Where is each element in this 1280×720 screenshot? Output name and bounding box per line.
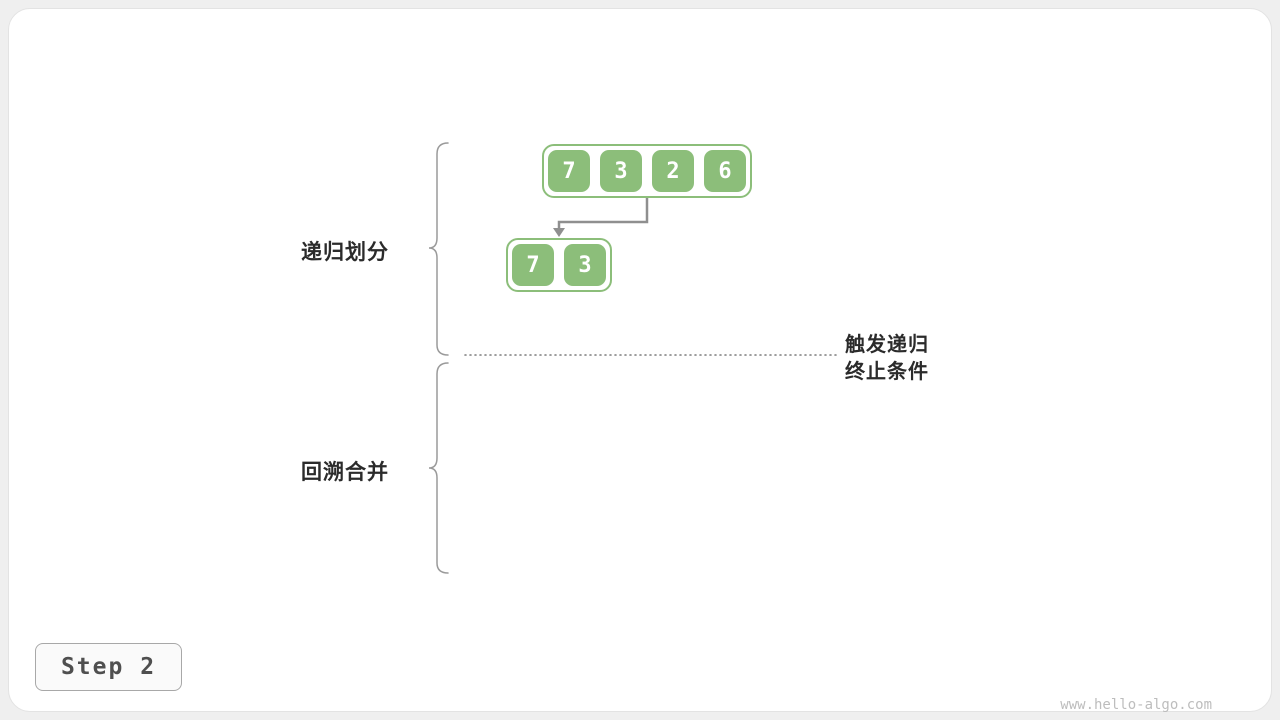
termination-note-line2: 终止条件 [845, 359, 929, 383]
array-level-2: 7 3 [506, 238, 612, 292]
array-cell: 2 [652, 150, 694, 192]
array-level-1: 7 3 2 6 [542, 144, 752, 198]
array-cell: 7 [548, 150, 590, 192]
step-indicator: Step 2 [35, 643, 182, 691]
array-cell: 3 [564, 244, 606, 286]
watermark: www.hello-algo.com [1060, 697, 1212, 713]
array-cell: 6 [704, 150, 746, 192]
phase-label-merge: 回溯合并 [301, 460, 389, 484]
termination-note: 触发递归 终止条件 [845, 331, 929, 385]
phase-label-divide: 递归划分 [301, 240, 389, 264]
termination-note-line1: 触发递归 [845, 332, 929, 356]
canvas-card [8, 8, 1272, 712]
array-cell: 3 [600, 150, 642, 192]
array-cell: 7 [512, 244, 554, 286]
